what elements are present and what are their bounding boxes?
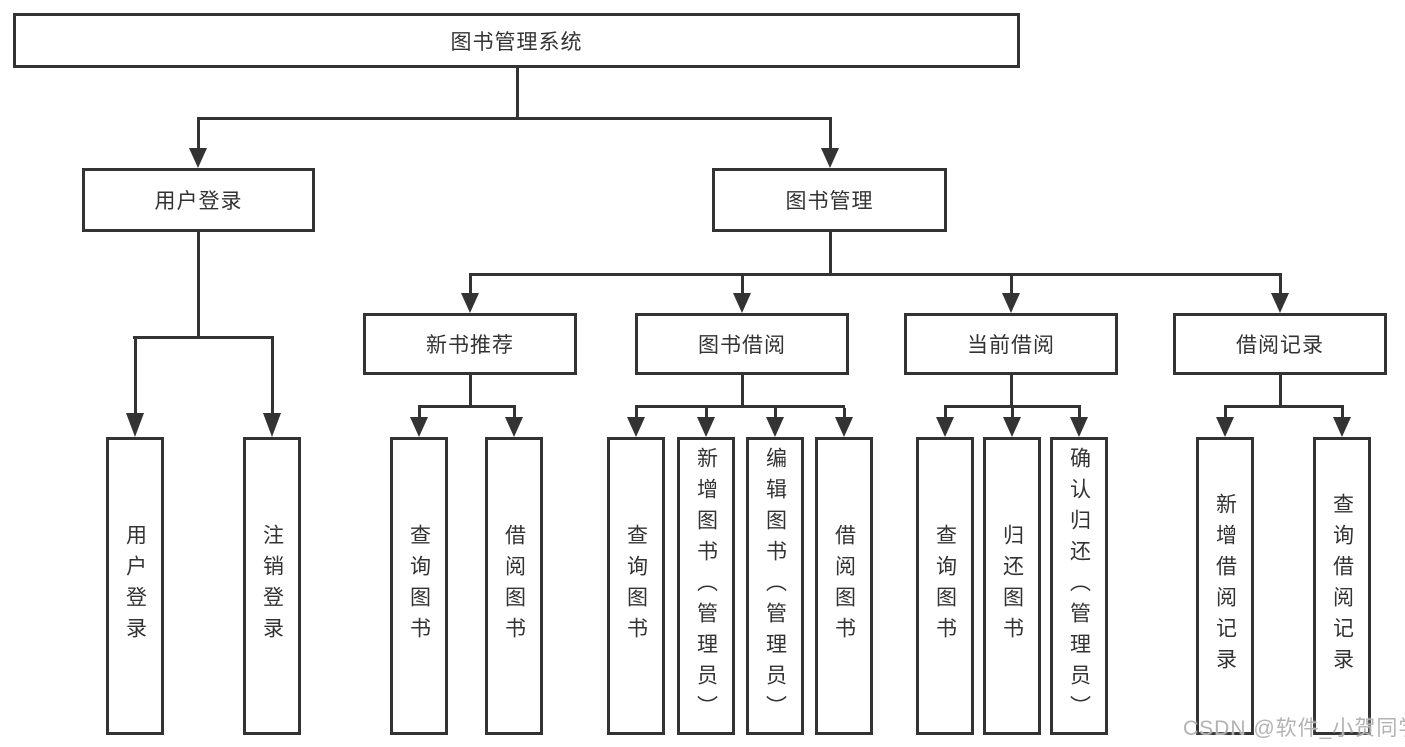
leaf-query-borrow-record: 查询借阅记录 <box>1313 437 1371 735</box>
node-current-borrowing: 当前借阅 <box>904 313 1118 375</box>
connector-vline <box>944 408 947 417</box>
connector-vline <box>516 68 519 118</box>
arrowhead-down-icon <box>1003 417 1021 437</box>
leaf-confirm-return-admin: 确认归还（管理员） <box>1050 437 1108 735</box>
node-user-login: 用户登录 <box>82 168 315 232</box>
connector-hline <box>1224 405 1344 408</box>
node-label: 借阅图书 <box>832 524 856 648</box>
leaf-logout-login: 注销登录 <box>243 437 301 735</box>
node-label: 确认归还（管理员） <box>1067 446 1091 726</box>
arrowhead-down-icon <box>1271 293 1289 313</box>
connector-vline <box>1279 276 1282 293</box>
connector-hline <box>635 405 845 408</box>
csdn-watermark: CSDN @软件_小贺同学 <box>1183 717 1405 740</box>
connector-vline <box>741 375 744 408</box>
arrowhead-down-icon <box>936 417 954 437</box>
node-label: 图书借阅 <box>698 334 786 357</box>
arrowhead-down-icon <box>126 413 144 437</box>
leaf-borrow-books-recommend: 借阅图书 <box>485 437 543 735</box>
connector-vline <box>829 120 832 148</box>
node-label: 借阅记录 <box>1236 334 1324 357</box>
node-borrowing-records: 借阅记录 <box>1173 313 1387 375</box>
connector-hline <box>944 405 1081 408</box>
connector-vline <box>1010 276 1013 293</box>
arrowhead-down-icon <box>263 413 281 437</box>
arrowhead-down-icon <box>821 148 839 168</box>
arrowhead-down-icon <box>766 417 784 437</box>
arrowhead-down-icon <box>835 417 853 437</box>
connector-hline <box>197 117 832 120</box>
node-book-borrowing: 图书借阅 <box>635 313 849 375</box>
node-label: 查询借阅记录 <box>1330 493 1354 679</box>
arrowhead-down-icon <box>1216 417 1234 437</box>
connector-vline <box>635 408 638 417</box>
connector-vline <box>741 276 744 293</box>
arrowhead-down-icon <box>410 417 428 437</box>
node-label: 新增借阅记录 <box>1213 493 1237 679</box>
arrowhead-down-icon <box>189 148 207 168</box>
leaf-query-books-recommend: 查询图书 <box>390 437 448 735</box>
node-label: 查询图书 <box>933 524 957 648</box>
connector-vline <box>197 232 200 339</box>
connector-vline <box>134 339 137 413</box>
node-label: 新增图书（管理员） <box>694 446 718 726</box>
arrowhead-down-icon <box>733 293 751 313</box>
connector-vline <box>705 408 708 417</box>
arrowhead-down-icon <box>1070 417 1088 437</box>
leaf-return-books: 归还图书 <box>983 437 1041 735</box>
connector-vline <box>1224 408 1227 417</box>
node-label: 用户登录 <box>123 524 147 648</box>
node-new-book-recommendation: 新书推荐 <box>363 313 577 375</box>
connector-vline <box>843 408 846 417</box>
node-label: 当前借阅 <box>967 334 1055 357</box>
connector-vline <box>513 408 516 417</box>
connector-vline <box>1011 408 1014 417</box>
connector-vline <box>1341 408 1344 417</box>
node-label: 用户登录 <box>154 190 243 213</box>
leaf-query-books-borrowing: 查询图书 <box>607 437 665 735</box>
node-library-management-system: 图书管理系统 <box>13 13 1020 68</box>
node-label: 归还图书 <box>1000 524 1024 648</box>
arrowhead-down-icon <box>505 417 523 437</box>
node-label: 编辑图书（管理员） <box>763 446 787 726</box>
node-book-management: 图书管理 <box>712 168 947 232</box>
connector-hline <box>469 273 1282 276</box>
connector-vline <box>271 339 274 413</box>
node-label: 注销登录 <box>260 524 284 648</box>
connector-vline <box>418 408 421 417</box>
connector-hline <box>418 405 516 408</box>
leaf-borrow-books: 借阅图书 <box>815 437 873 735</box>
leaf-edit-books-admin: 编辑图书（管理员） <box>746 437 804 735</box>
leaf-add-borrow-record: 新增借阅记录 <box>1196 437 1254 735</box>
node-label: 图书管理系统 <box>450 30 583 54</box>
connector-vline <box>469 375 472 408</box>
connector-vline <box>469 276 472 293</box>
node-label: 借阅图书 <box>502 524 526 648</box>
connector-vline <box>829 232 832 276</box>
node-label: 图书管理 <box>785 190 874 213</box>
leaf-add-books-admin: 新增图书（管理员） <box>677 437 735 735</box>
connector-vline <box>1010 375 1013 408</box>
connector-vline <box>774 408 777 417</box>
node-label: 新书推荐 <box>426 334 514 357</box>
connector-vline <box>197 120 200 148</box>
leaf-user-login: 用户登录 <box>106 437 164 735</box>
node-label: 查询图书 <box>624 524 648 648</box>
arrowhead-down-icon <box>461 293 479 313</box>
connector-vline <box>1078 408 1081 417</box>
leaf-query-books-current: 查询图书 <box>916 437 974 735</box>
node-label: 查询图书 <box>407 524 431 648</box>
connector-hline <box>133 336 274 339</box>
arrowhead-down-icon <box>1002 293 1020 313</box>
connector-vline <box>1279 375 1282 408</box>
arrowhead-down-icon <box>1333 417 1351 437</box>
arrowhead-down-icon <box>697 417 715 437</box>
arrowhead-down-icon <box>627 417 645 437</box>
